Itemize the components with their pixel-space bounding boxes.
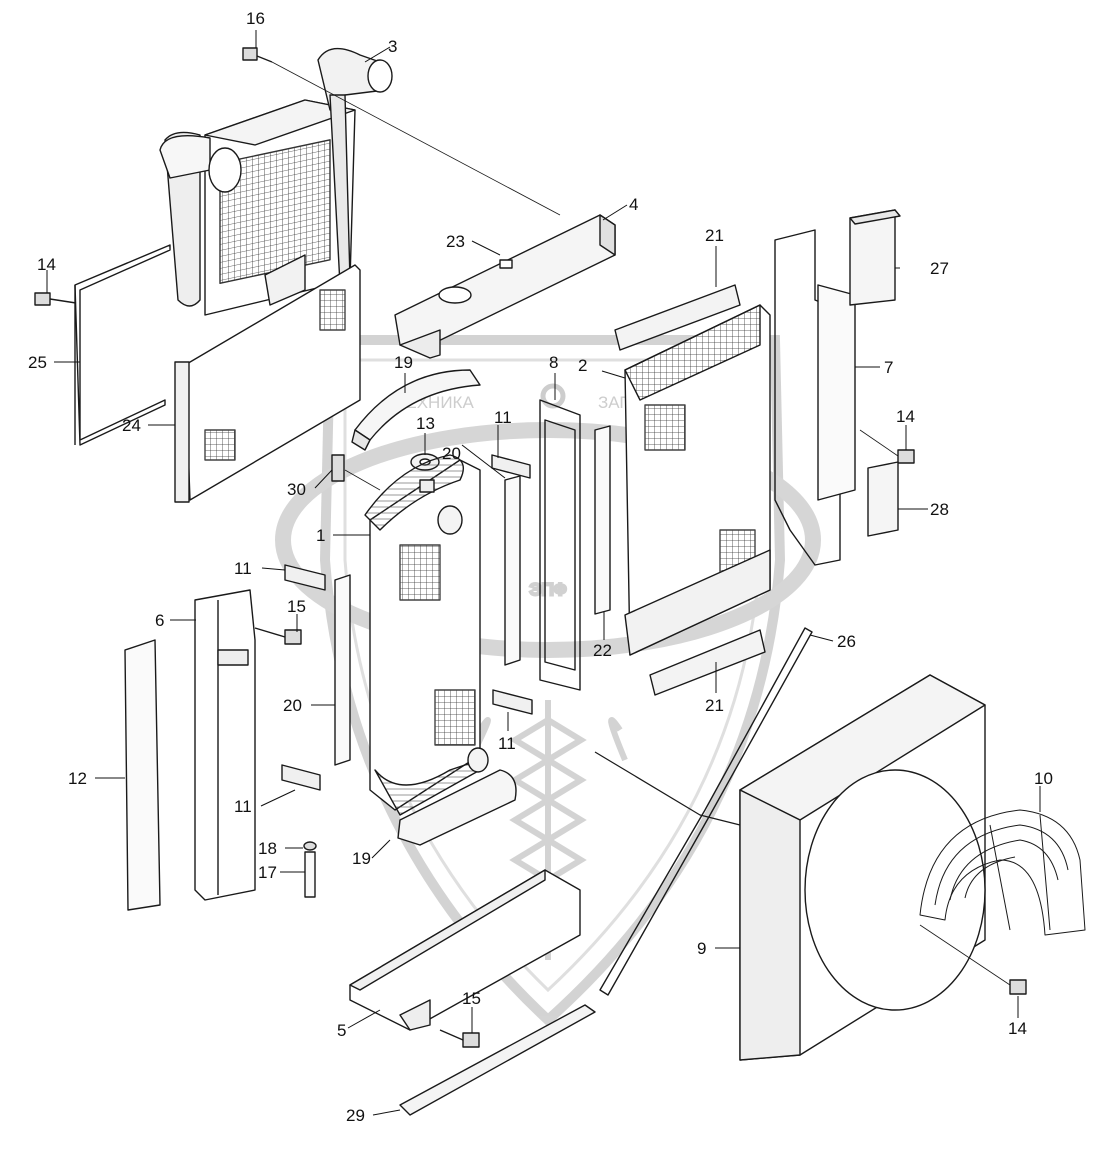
callout-1: 1	[316, 526, 325, 545]
callout-15-lower: 15	[462, 989, 481, 1008]
callout-6: 6	[155, 611, 164, 630]
callout-15-upper: 15	[287, 597, 306, 616]
fan-guard-10	[919, 809, 1086, 936]
callout-21-lower: 21	[705, 696, 724, 715]
strip-20-b	[334, 574, 351, 766]
callout-8: 8	[549, 353, 558, 372]
bolt-16	[242, 47, 273, 63]
shroud-9	[739, 674, 986, 1061]
leader-lines	[46, 30, 1041, 1116]
strip-12	[124, 639, 161, 911]
foam-21-lower	[649, 629, 766, 696]
callout-23: 23	[446, 232, 465, 251]
gear-icon	[540, 383, 566, 409]
strip-22	[594, 425, 611, 615]
callout-30: 30	[287, 480, 306, 499]
callout-27: 27	[930, 259, 949, 278]
callout-11-a: 11	[234, 559, 252, 578]
tube-17	[304, 851, 316, 898]
pad-28	[867, 461, 899, 537]
bolt-14-left	[34, 292, 77, 306]
callout-21-upper: 21	[705, 226, 724, 245]
callout-20-a: 20	[442, 444, 461, 463]
callout-14-lower: 14	[1008, 1019, 1027, 1038]
callout-11-c: 11	[498, 734, 516, 753]
callout-11-b: 11	[494, 408, 512, 427]
clip-11-c	[492, 689, 533, 715]
callout-11-d: 11	[234, 797, 252, 816]
clip-11-d	[281, 764, 321, 791]
bracket-8	[539, 399, 581, 691]
radiator-2	[624, 304, 771, 656]
callout-2: 2	[578, 356, 587, 375]
bolt-14-lower	[919, 924, 1027, 995]
base-5	[349, 869, 581, 1031]
condenser-24	[174, 254, 361, 503]
watermark-letters: ЭПФ	[529, 580, 566, 599]
bracket-4	[394, 214, 616, 359]
callout-25: 25	[28, 353, 47, 372]
callout-16: 16	[246, 9, 265, 28]
bolt-15-lower	[439, 1029, 480, 1048]
strip-29	[399, 1004, 596, 1116]
callout-26: 26	[837, 632, 856, 651]
callout-7: 7	[884, 358, 893, 377]
callout-28: 28	[930, 500, 949, 519]
callout-14-right: 14	[896, 407, 915, 426]
seal-19-lower	[397, 769, 517, 846]
frame-25	[74, 244, 171, 446]
plug-30	[331, 454, 381, 491]
bracket-7	[774, 229, 856, 566]
callouts: 16 3 4 23 14 25 24 21 27 19 8 2 7 13 11 …	[28, 9, 1053, 1125]
callout-14-left: 14	[37, 255, 56, 274]
callout-29: 29	[346, 1106, 365, 1125]
callout-18: 18	[258, 839, 277, 858]
callout-19-upper: 19	[394, 353, 413, 372]
callout-9: 9	[697, 939, 706, 958]
callout-12: 12	[68, 769, 87, 788]
callout-17: 17	[258, 863, 277, 882]
callout-13: 13	[416, 414, 435, 433]
clip-11-a	[284, 564, 326, 591]
radiator-1	[364, 454, 489, 816]
callout-4: 4	[629, 195, 638, 214]
callout-24: 24	[122, 416, 141, 435]
pad-27	[849, 209, 901, 306]
callout-19-lower: 19	[352, 849, 371, 868]
plug-18	[303, 841, 317, 851]
clip-11-b	[491, 454, 531, 479]
foam-21-upper	[614, 284, 741, 351]
strip-20-a	[504, 475, 521, 666]
callout-20-b: 20	[283, 696, 302, 715]
seal-19-upper	[351, 369, 481, 451]
callout-5: 5	[337, 1021, 346, 1040]
bolt-15-upper	[254, 627, 302, 645]
callout-3: 3	[388, 37, 397, 56]
callout-22: 22	[593, 641, 612, 660]
callout-10: 10	[1034, 769, 1053, 788]
bracket-6	[194, 589, 256, 901]
